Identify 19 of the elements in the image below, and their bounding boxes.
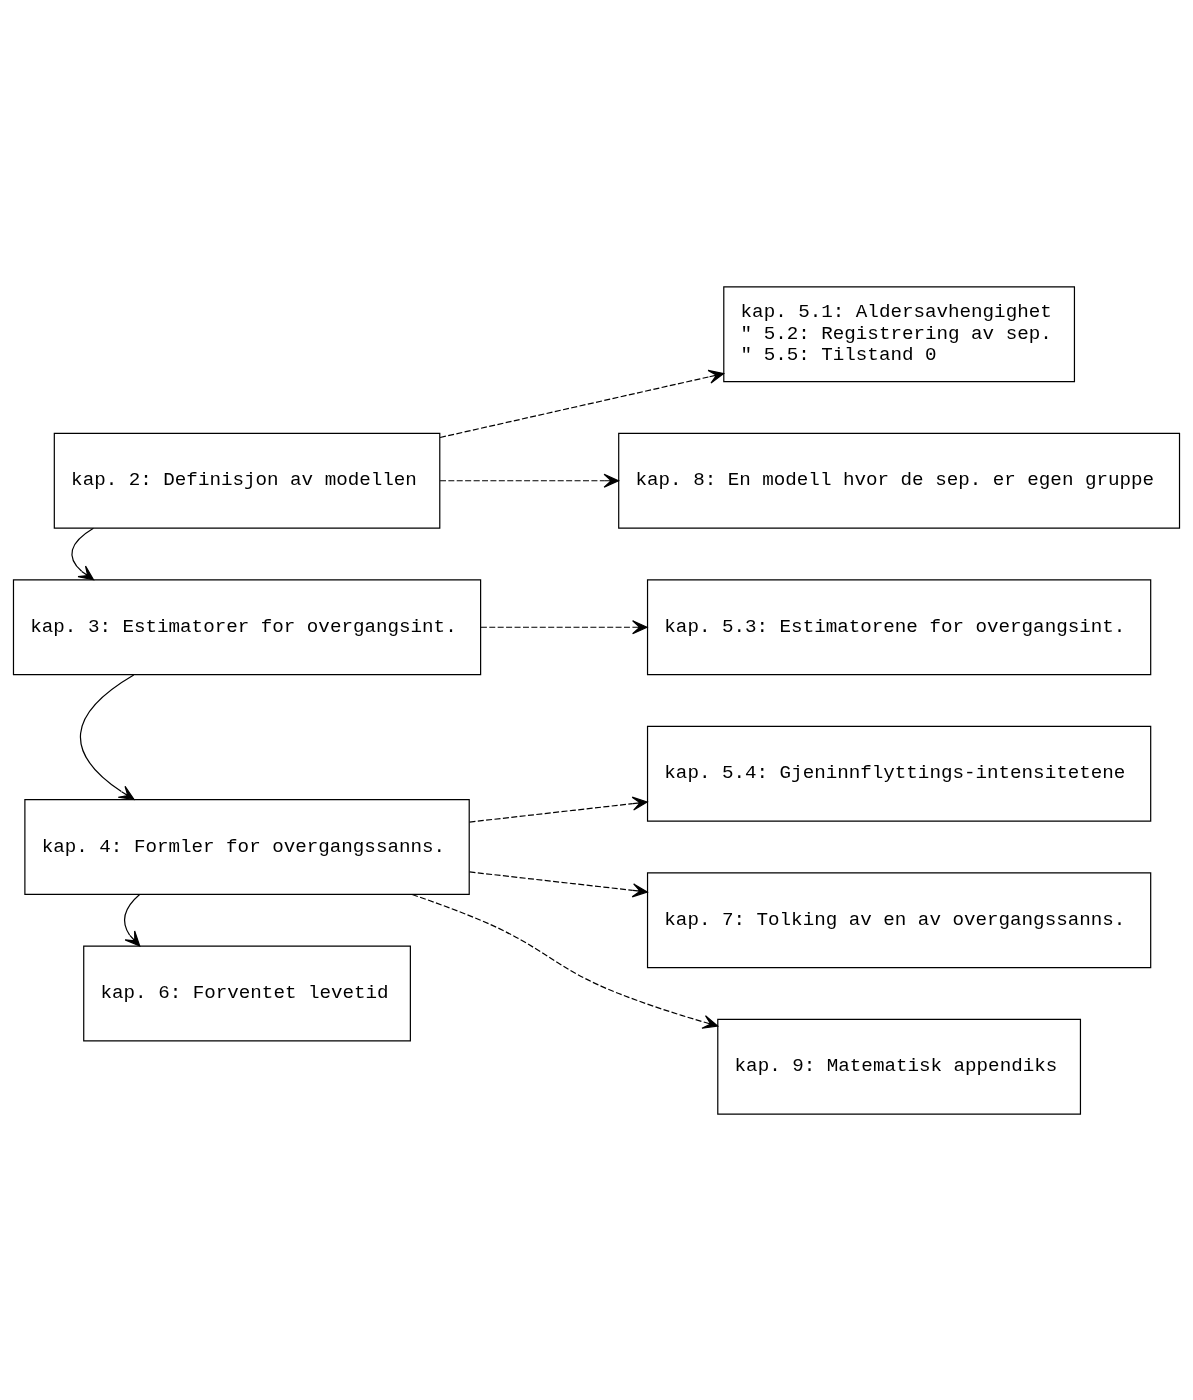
node-box: kap. 5.4: Gjeninnflyttings-intensitetene xyxy=(646,725,1152,822)
arrow xyxy=(468,796,648,823)
node-box: kap. 5.3: Estimatorene for overgangsint. xyxy=(646,578,1152,675)
arrow xyxy=(71,527,95,580)
arrow xyxy=(480,619,648,634)
node-box: kap. 8: En modell hvor de sep. er egen gruppe xyxy=(618,432,1181,529)
arrow xyxy=(411,893,719,1029)
node-box: kap. 7: Tolking av en av overgangssanns. xyxy=(646,871,1152,968)
arrow xyxy=(468,870,648,897)
node-box: kap. 5.1: Aldersavhengighet " 5.2: Registrering av sep. " 5.5: Tilstand 0 xyxy=(723,285,1076,382)
node-box: kap. 2: Definisjon av modellen xyxy=(53,432,441,529)
arrow xyxy=(124,893,141,947)
node-box: kap. 6: Forventet levetid xyxy=(83,945,411,1042)
node-box: kap. 4: Formler for overgangssanns. xyxy=(24,798,470,895)
arrow xyxy=(80,673,135,800)
arrow xyxy=(439,473,620,488)
node-box: kap. 3: Estimatorer for overgangsint. xyxy=(12,578,482,675)
node-box: kap. 9: Matematisk appendiks xyxy=(717,1018,1082,1115)
arrow xyxy=(439,369,725,438)
